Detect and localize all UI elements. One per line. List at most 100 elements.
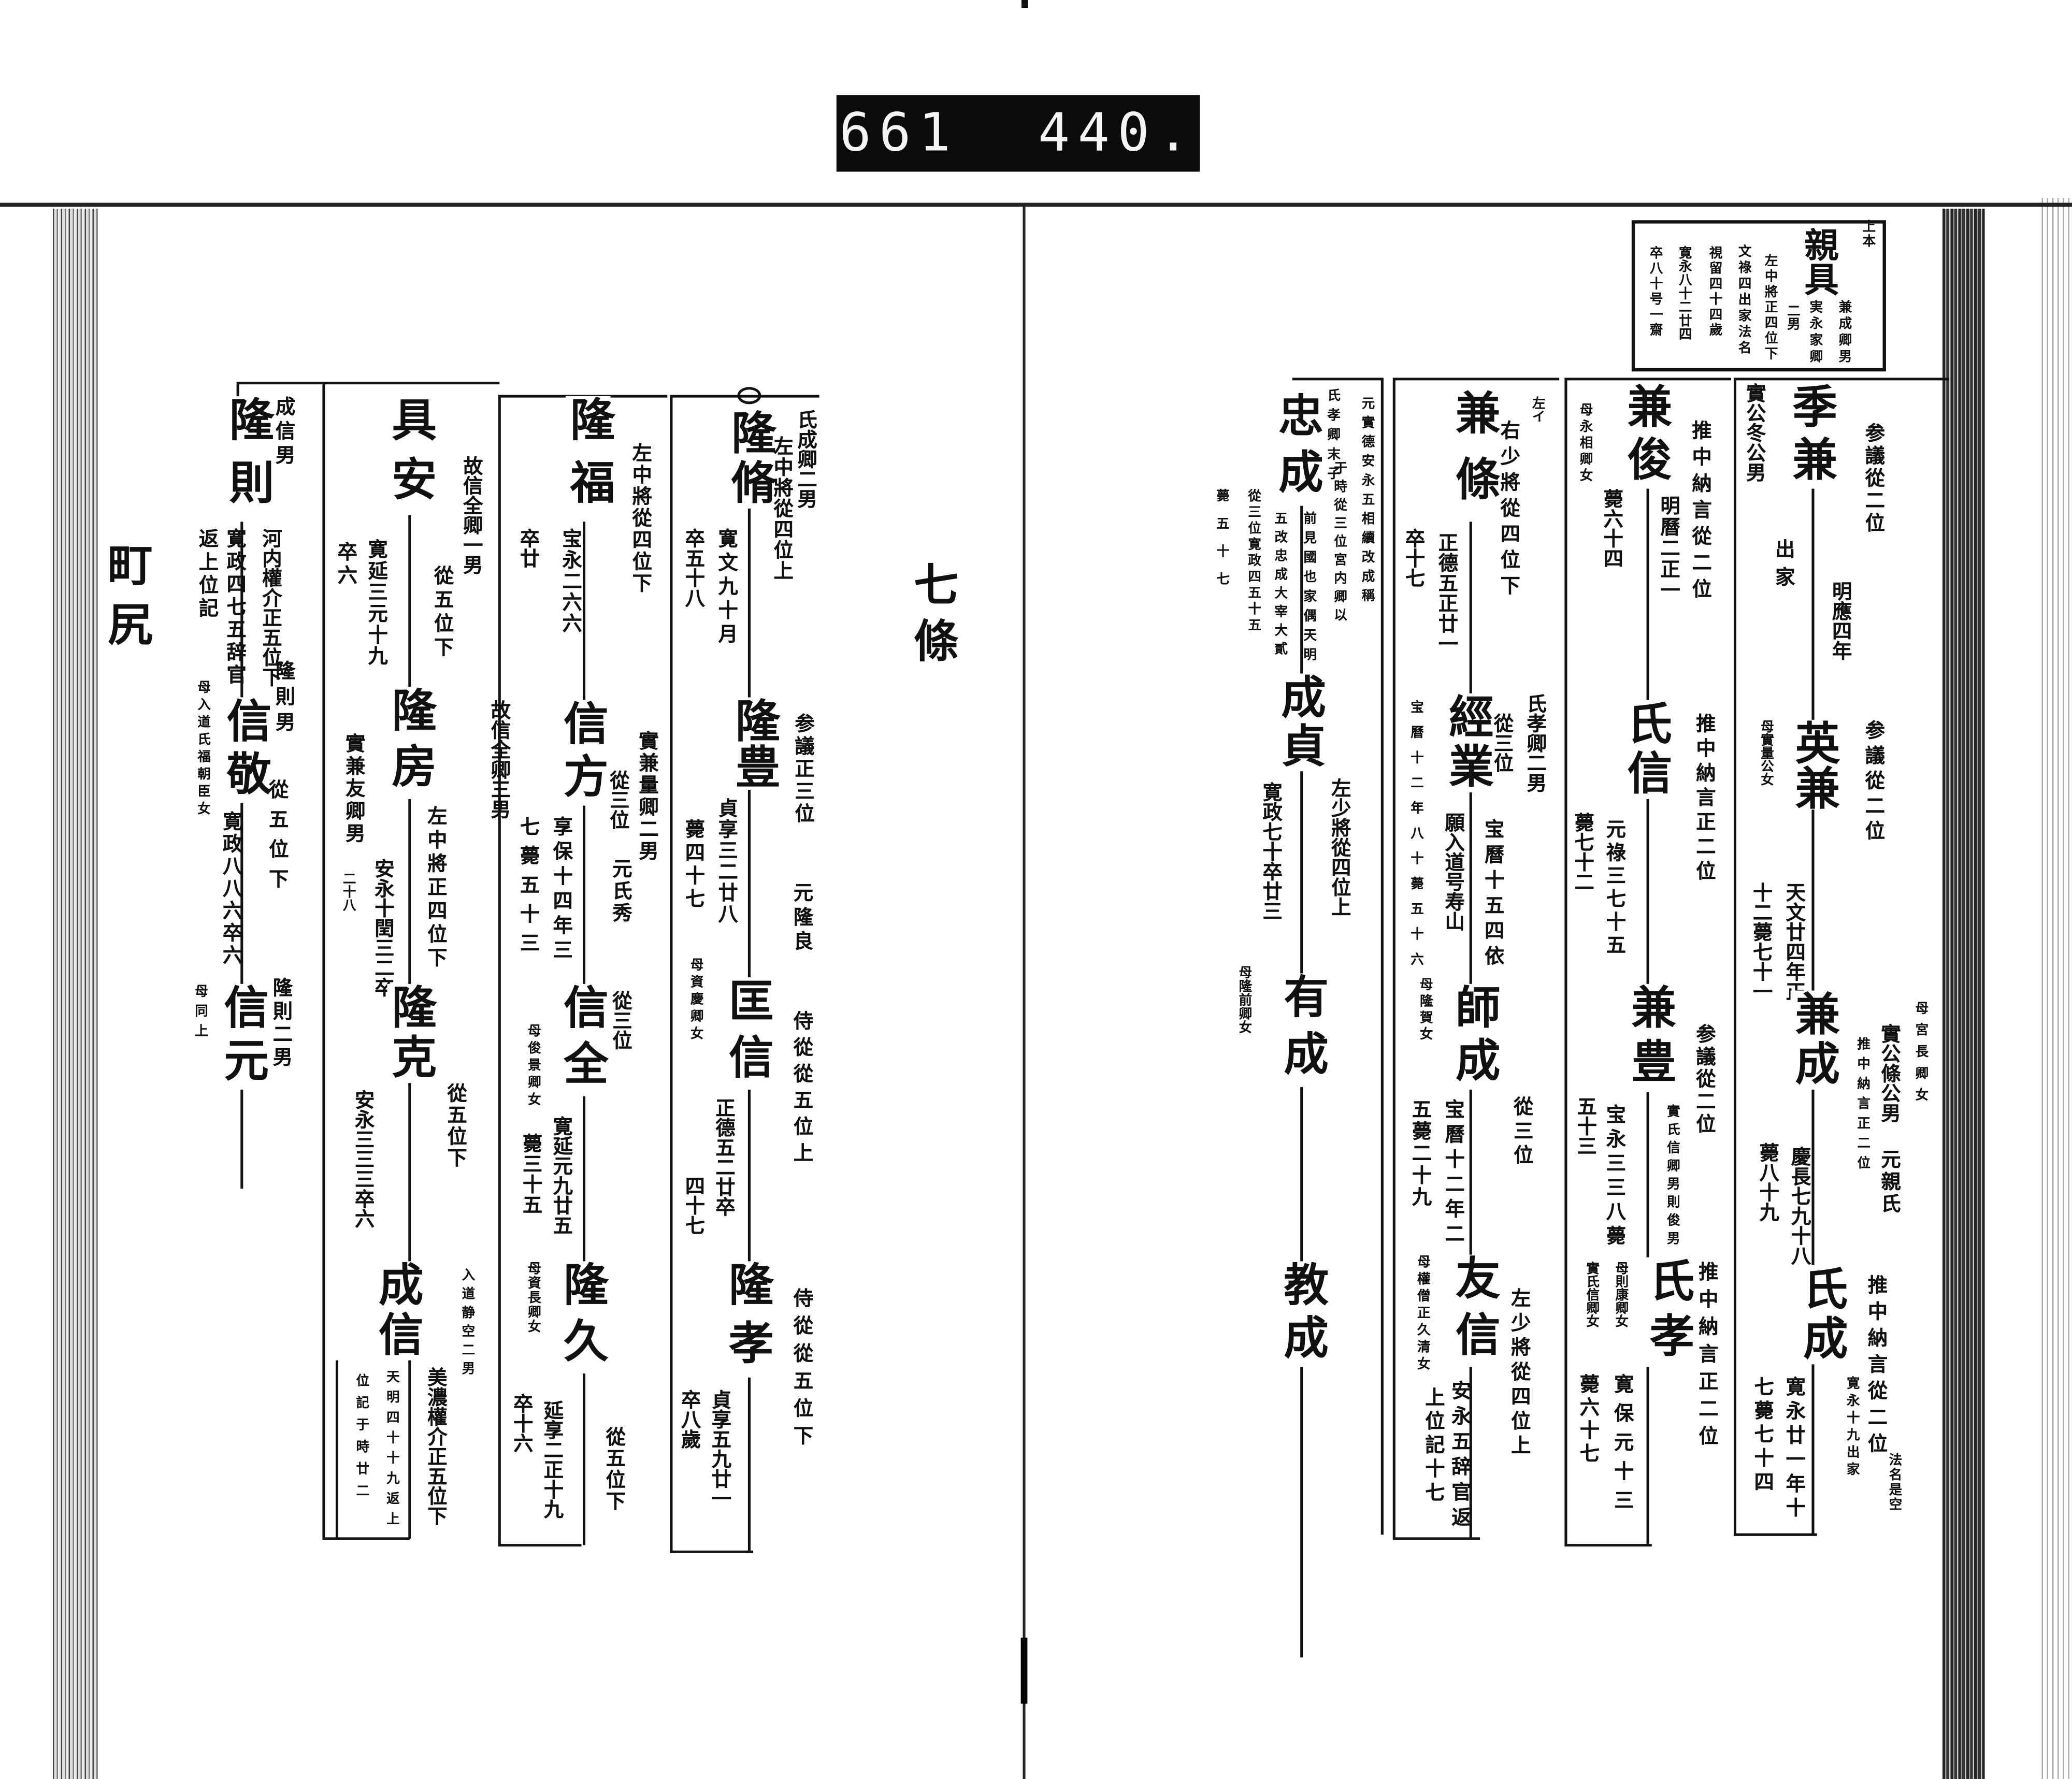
court-rank: 推中納言從二位 [1689, 420, 1714, 605]
court-rank: 從五位下 [266, 779, 290, 899]
annotation: 貞享五九廿一 [709, 1389, 733, 1509]
court-rank: 從三位 [607, 770, 631, 830]
annotation: 母權僧正久清女 [1414, 1254, 1429, 1374]
annotation: 薨六十七 [1577, 1373, 1601, 1466]
annotation: 實氏信卿男則俊男 [1663, 1104, 1678, 1250]
annotation: 母實量公女 [1757, 719, 1772, 786]
annotation: 母同上 [191, 983, 206, 1044]
annotation: 元祿三七十五 [1603, 819, 1628, 958]
person-name: 成信 [370, 1261, 423, 1361]
person-name: 隆脩 [723, 409, 776, 509]
catalog-number-label: 661 440. [836, 95, 1200, 172]
court-rank: 從三位 [610, 990, 634, 1050]
court-rank: 参議正三位 [792, 713, 816, 826]
annotation: 宝曆十五四依 [1481, 819, 1506, 971]
annotation: 氏成卿二男 [795, 409, 819, 509]
left-page-edge [53, 208, 98, 1779]
annotation: 宝永三三八薨 [1603, 1104, 1628, 1250]
annotation: 母俊景卿女 [524, 1023, 539, 1110]
annotation: 宝曆十二年八十薨五十六 [1407, 700, 1422, 978]
family-branch-title: 七條 [905, 561, 958, 674]
person-name: 兼成 [1786, 990, 1839, 1090]
annotation: 天明四十十九返上 [383, 1369, 398, 1532]
annotation: 故信全卿三男 [488, 700, 512, 819]
person-name: 隆則 [221, 396, 274, 522]
annotation: 返上位記 [196, 528, 220, 621]
court-rank: 從五位下 [603, 1426, 627, 1512]
annotation: 四十七 [682, 1175, 707, 1235]
annotation: 于時從三位宮内卿以 [1330, 460, 1345, 626]
annotation: 明曆二正一 [1658, 495, 1682, 601]
court-rank: 河内權介正五位下 [260, 528, 284, 687]
annotation: 薨六十四 [1601, 488, 1625, 568]
annotation: 薨四十七 [682, 819, 707, 912]
annotation: 兼成卿男 [1835, 299, 1850, 366]
annotation: 薨七十二 [1572, 812, 1596, 892]
person-name: 隆豊 [727, 697, 780, 790]
annotation: 位記于時廿二 [353, 1373, 368, 1506]
annotation: 安永五辞官返 [1449, 1380, 1473, 1532]
court-rank: 從三位 [1511, 1096, 1535, 1169]
court-rank: 推中納言正二位 [1696, 1261, 1720, 1453]
person-name: 經業 [1440, 693, 1493, 793]
court-rank: 推中納言從二位 [1865, 1274, 1889, 1459]
court-rank: 侍從從五位下 [790, 1288, 815, 1453]
court-rank: 左少將從四位上 [1329, 778, 1352, 917]
annotation: 實兼量卿二男 [636, 730, 660, 863]
annotation: 元隆良 [790, 882, 815, 955]
person-name: 季兼 [1783, 383, 1837, 489]
annotation: 寛政八八六卒六 [220, 811, 244, 967]
annotation: 實公冬公男 [1744, 383, 1767, 482]
annotation: 入道静空二男 [458, 1268, 473, 1380]
person-name: 隆孝 [720, 1261, 773, 1378]
person-name: 信元 [215, 983, 268, 1090]
annotation: 五改忠成大宰大貳 [1271, 511, 1286, 661]
section-mark: 上本 [1859, 219, 1874, 249]
scanner-margin [2041, 198, 2072, 1779]
annotation: 卒十六 [510, 1393, 535, 1453]
annotation: 上位記十七 [1422, 1386, 1447, 1506]
annotation: 五薨二十九 [1409, 1098, 1433, 1209]
annotation: 實氏信卿女 [1583, 1261, 1598, 1327]
annotation: 文祿四出家法名 [1735, 244, 1750, 357]
person-name: 友信 [1447, 1254, 1500, 1367]
circle-mark-icon [737, 387, 761, 404]
annotation: 十二薨七十一 [1750, 882, 1774, 1001]
person-name: 兼條 [1447, 389, 1500, 522]
annotation: 氏孝卿二男 [1524, 693, 1548, 793]
annotation: 薨八十九 [1757, 1142, 1781, 1222]
annotation: 七薨五十三 [517, 816, 541, 962]
annotation: 天文廿四年正 [1783, 882, 1807, 1001]
person-name: 氏成 [1794, 1265, 1848, 1365]
person-name: 忠成 [1270, 392, 1323, 505]
annotation: 貞享三二廿八 [715, 798, 740, 925]
annotation: 成信男 [272, 396, 297, 469]
annotation: 母入道氏福朝臣女 [194, 680, 209, 819]
annotation: 寛永十九出家 [1843, 1376, 1858, 1480]
court-rank: 美濃權介正五位下 [425, 1367, 449, 1526]
annotation: 二男 [1783, 303, 1798, 330]
right-page-edge [1942, 208, 1985, 1779]
annotation: 宝曆十二年二 [1442, 1098, 1466, 1248]
annotation: 從三位寛政四五十五 [1245, 488, 1260, 634]
annotation: 隆則男 [272, 660, 297, 737]
person-name: 隆久 [555, 1261, 608, 1374]
annotation: 實公條公男 [1878, 1023, 1903, 1123]
person-name: 兼豊 [1622, 983, 1676, 1092]
annotation: 薨三十五 [520, 1133, 544, 1216]
annotation: 實兼友卿男 [342, 733, 367, 846]
annotation: 故信全卿一男 [461, 455, 484, 575]
annotation: 氏孝卿末子 [1324, 388, 1339, 486]
annotation: 寛政七十卒廿三 [1260, 782, 1284, 921]
person-name: 教成 [1275, 1261, 1328, 1367]
annotation: 母宮長卿女 [1912, 1001, 1927, 1110]
annotation: 七薨七十四 [1751, 1376, 1776, 1495]
person-name: 匡信 [720, 977, 773, 1090]
annotation: 左中將從四位上 [771, 436, 795, 582]
variant-note: 左イ [1529, 396, 1544, 423]
person-name: 信敬 [218, 697, 271, 803]
person-name: 成貞 [1272, 673, 1326, 772]
court-rank: 左少將從四位上 [1508, 1288, 1532, 1459]
person-name: 隆克 [383, 983, 436, 1083]
annotation: 元親氏 [1878, 1149, 1903, 1216]
